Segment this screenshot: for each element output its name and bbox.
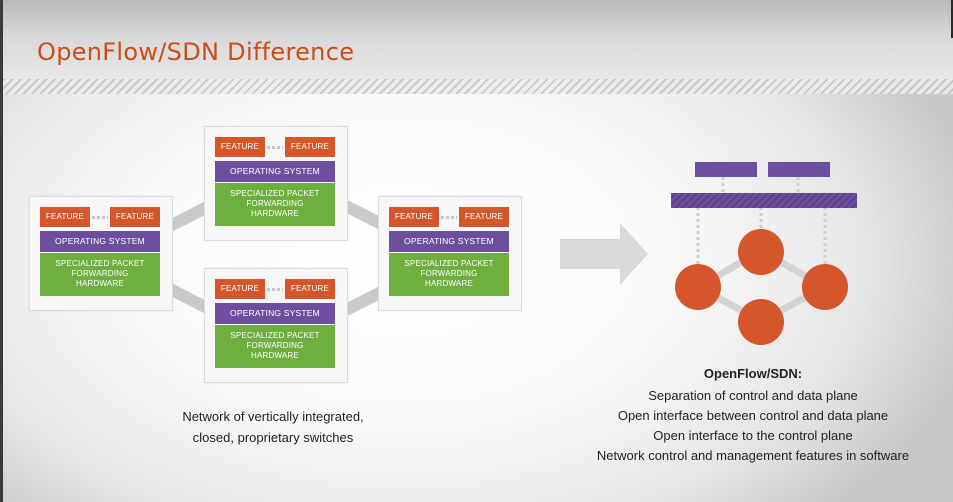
hardware-layer: SPECIALIZED PACKET FORWARDING HARDWARE [215,183,335,226]
feature-box: FEATURE [389,207,439,227]
feature-box: FEATURE [285,279,335,299]
switch-node [738,229,784,275]
sdn-point: Open interface to the control plane [653,428,853,443]
hardware-line: HARDWARE [76,279,124,288]
sdn-point: Network control and management features … [596,448,910,463]
switch-node [802,264,848,310]
caption-line: Network of vertically integrated, [182,409,364,424]
ellipsis-dots [441,216,457,219]
striped-divider [3,79,953,94]
switch-right: FEATURE FEATURE OPERATING SYSTEM SPECIAL… [378,196,522,311]
feature-box: FEATURE [110,207,160,227]
caption-line: closed, proprietary switches [192,430,354,445]
operating-system-layer: OPERATING SYSTEM [215,303,335,324]
sdn-point: Open interface between control and data … [617,408,889,423]
hardware-line: FORWARDING [71,269,129,278]
slide-title: OpenFlow/SDN Difference [37,38,355,66]
right-caption: OpenFlow/SDN: Separation of control and … [563,364,943,466]
hardware-line: HARDWARE [251,351,299,360]
header-background [3,0,953,80]
application-block [768,162,830,177]
hardware-line: FORWARDING [246,199,304,208]
hardware-layer: SPECIALIZED PACKET FORWARDING HARDWARE [389,253,509,296]
controller-bar [671,193,857,208]
hardware-line: SPECIALIZED PACKET [230,331,320,340]
switch-left: FEATURE FEATURE OPERATING SYSTEM SPECIAL… [29,196,173,311]
hardware-layer: SPECIALIZED PACKET FORWARDING HARDWARE [40,253,160,296]
feature-box: FEATURE [40,207,90,227]
hardware-line: SPECIALIZED PACKET [230,189,320,198]
switch-node [738,299,784,345]
left-caption: Network of vertically integrated, closed… [153,406,393,448]
feature-box: FEATURE [215,279,265,299]
hardware-line: FORWARDING [420,269,478,278]
ellipsis-dots [92,216,108,219]
hardware-line: SPECIALIZED PACKET [55,259,145,268]
application-block [695,162,757,177]
hardware-layer: SPECIALIZED PACKET FORWARDING HARDWARE [215,325,335,368]
feature-box: FEATURE [285,137,335,157]
operating-system-layer: OPERATING SYSTEM [215,161,335,182]
sdn-heading: OpenFlow/SDN: [703,366,803,381]
ellipsis-dots [267,146,283,149]
sdn-diagram [671,162,857,345]
ellipsis-dots [267,288,283,291]
hardware-line: HARDWARE [251,209,299,218]
right-arrow-icon [560,223,648,285]
control-links [696,177,827,270]
window-edge [951,0,953,38]
feature-box: FEATURE [459,207,509,227]
feature-box: FEATURE [215,137,265,157]
switch-node [675,264,721,310]
switch-bottom: FEATURE FEATURE OPERATING SYSTEM SPECIAL… [204,268,348,383]
hardware-line: SPECIALIZED PACKET [404,259,494,268]
switch-top: FEATURE FEATURE OPERATING SYSTEM SPECIAL… [204,126,348,241]
hardware-line: HARDWARE [425,279,473,288]
slide: OpenFlow/SDN Difference FEATURE FEATURE … [3,0,953,502]
hardware-line: FORWARDING [246,341,304,350]
operating-system-layer: OPERATING SYSTEM [389,231,509,252]
operating-system-layer: OPERATING SYSTEM [40,231,160,252]
sdn-point: Separation of control and data plane [648,388,858,403]
